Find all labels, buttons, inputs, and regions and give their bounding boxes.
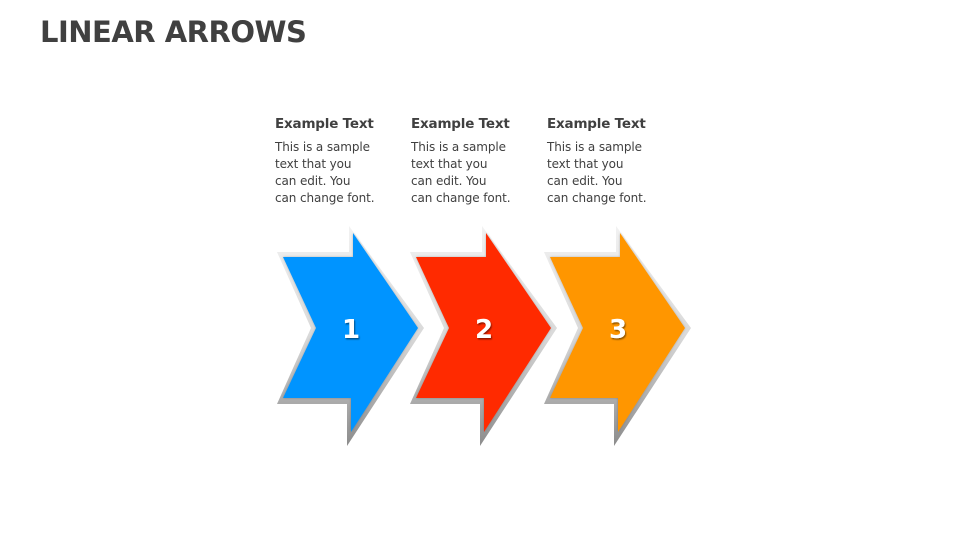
arrow-2-fill	[416, 233, 551, 432]
step-2-body: This is a sample text that you can edit.…	[411, 140, 511, 205]
arrow-2-number: 2	[475, 315, 493, 345]
step-3-body: This is a sample text that you can edit.…	[547, 140, 647, 205]
arrow-1: 1	[277, 226, 424, 446]
arrow-2: 2	[410, 226, 557, 446]
arrow-3-number: 3	[609, 315, 627, 345]
arrow-1-number: 1	[342, 315, 360, 345]
step-3-text: Example Text This is a sample text that …	[547, 116, 677, 207]
step-2-heading: Example Text	[411, 116, 510, 132]
step-1-text: Example Text This is a sample text that …	[275, 116, 405, 207]
arrow-3-fill	[550, 233, 685, 432]
step-3-heading: Example Text	[547, 116, 646, 132]
step-2-text: Example Text This is a sample text that …	[411, 116, 541, 207]
arrow-1-fill	[283, 233, 418, 432]
arrow-3: 3	[544, 226, 691, 446]
slide-title: LINEAR ARROWS	[40, 15, 307, 49]
step-1-heading: Example Text	[275, 116, 374, 132]
step-1-body: This is a sample text that you can edit.…	[275, 140, 375, 205]
